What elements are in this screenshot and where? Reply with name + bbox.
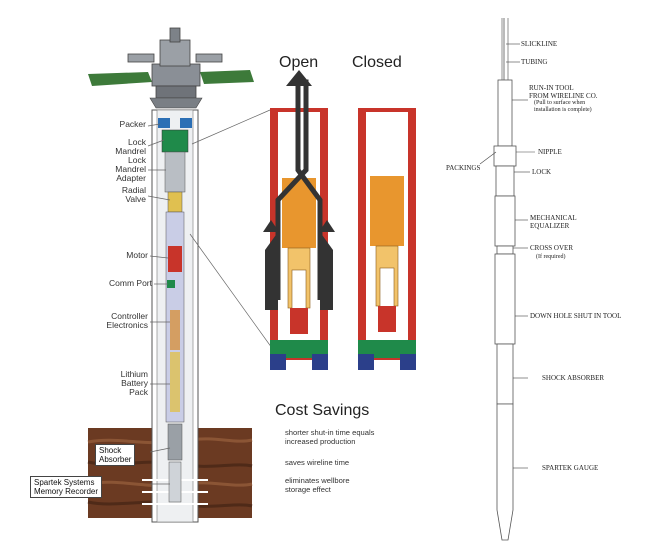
left-leader-lines xyxy=(147,109,283,485)
label-mechanical-equalizer: MECHANICAL EQUALIZER xyxy=(530,214,577,230)
wellhead xyxy=(88,27,254,109)
label-lock: LOCK xyxy=(532,168,552,176)
tool-string xyxy=(158,118,192,503)
label-cross-over-note: (If required) xyxy=(536,254,566,260)
cost-item-3: eliminates wellbore storage effect xyxy=(285,476,350,494)
right-schematic xyxy=(493,18,517,541)
label-packings: PACKINGS xyxy=(446,164,481,172)
cost-savings-title: Cost Savings xyxy=(275,402,370,419)
label-cross-over: CROSS OVER xyxy=(530,244,573,252)
label-shock-absorber-right: SHOCK ABSORBER xyxy=(542,374,605,382)
label-controller-electronics: Controller Electronics xyxy=(106,311,148,330)
label-packer: Packer xyxy=(119,119,146,129)
label-lock-mandrel-adapter: Lock Mandrel Adapter xyxy=(115,155,146,183)
closed-heading: Closed xyxy=(352,54,402,71)
label-down-hole-shut-in-tool: DOWN HOLE SHUT IN TOOL xyxy=(530,312,622,320)
right-leader-lines xyxy=(479,43,535,469)
label-comm-port: Comm Port xyxy=(109,278,152,288)
label-motor: Motor xyxy=(126,250,148,260)
label-nipple: NIPPLE xyxy=(538,148,562,156)
label-shock-absorber: Shock Absorber xyxy=(95,444,136,466)
cost-item-2: saves wireline time xyxy=(285,458,350,467)
open-valve-drawing xyxy=(263,70,335,370)
open-heading: Open xyxy=(279,54,319,71)
closed-valve-drawing xyxy=(358,108,416,370)
label-lock-mandrel: Lock Mandrel xyxy=(115,137,146,156)
label-slickline: SLICKLINE xyxy=(521,40,558,48)
label-memory-recorder: Spartek Systems Memory Recorder xyxy=(30,476,103,498)
label-run-in-tool: RUN-IN TOOL FROM WIRELINE CO. xyxy=(529,84,598,100)
label-lithium-battery-pack: Lithium Battery Pack xyxy=(120,369,148,397)
label-run-in-note: (Pull to surface when installation is co… xyxy=(534,100,592,113)
label-spartek-gauge: SPARTEK GAUGE xyxy=(542,464,599,472)
label-radial-valve: Radial Valve xyxy=(121,185,146,204)
label-tubing: TUBING xyxy=(521,58,548,66)
cost-item-1: shorter shut-in time equals increased pr… xyxy=(285,428,375,446)
